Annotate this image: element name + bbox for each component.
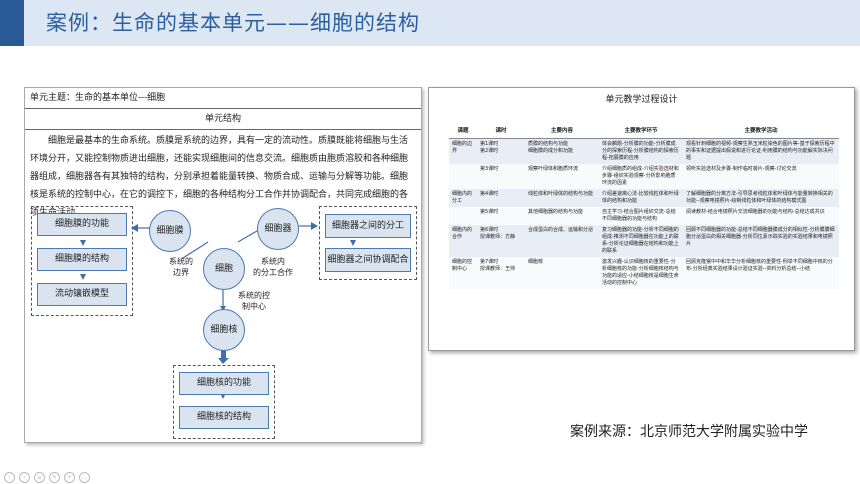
table-cell-content: 质膜的结构与功能 细胞膜的成分和功能 xyxy=(525,138,599,164)
table-cell-steps: 体会麟题-分析膜的功能-分析膜成分的探索历程-分析膜结构的探索历程-拓展膜的应用 xyxy=(599,138,683,164)
table-cell-topic: 细胞内的分工 xyxy=(449,189,477,207)
chevron-left-icon[interactable]: ‹ xyxy=(4,472,15,483)
header-activities: 主要教学活动 xyxy=(683,122,839,139)
table-row: 第5课时其他细胞器的结构与功能自主学习-结合图片组织交流-总结不同细胞器的功能与… xyxy=(449,207,839,225)
table-cell-topic: 细胞的边界 xyxy=(449,138,477,164)
teaching-plan-title: 单元教学过程设计 xyxy=(605,95,678,105)
fluid-mosaic-model-box: 流动镶嵌模型 xyxy=(37,283,127,306)
control-center-label: 系统的控 制中心 xyxy=(238,291,270,311)
zoom-icon[interactable]: + xyxy=(64,472,75,483)
table-cell-steps: 介绍差速离心法-比较线粒体和叶绿体的结构和功能 xyxy=(599,189,683,207)
table-cell-topic xyxy=(449,207,477,225)
table-cell-activities: 回顾不同细胞器的功能-总结不同细胞器膜成分的相似性-分析膜膜细胞分泌蛋白的相关细… xyxy=(683,225,839,257)
nucleus-circle: 细胞核 xyxy=(203,309,245,351)
chevron-right-icon[interactable]: › xyxy=(19,472,30,483)
table-cell-content: 合成蛋白的合成、运输和分泌 xyxy=(525,225,599,257)
table-cell-content: 其他细胞器的结构与功能 xyxy=(525,207,599,225)
organelle-division-box: 细胞器之间的分工 xyxy=(325,214,411,238)
nucleus-topic-group xyxy=(173,365,275,439)
table-cell-content: 观察叶绿体和胞质环流 xyxy=(525,164,599,189)
boundary-label: 系统的 边界 xyxy=(169,257,193,277)
organelle-circle: 细胞器 xyxy=(257,208,299,250)
membrane-topic-group xyxy=(31,206,133,316)
teaching-plan-table-panel: 单元教学过程设计 课题 课时 主要内容 主要教学环节 主要教学活动 细胞的边界第… xyxy=(428,87,855,351)
slide-title: 案例：生命的基本单元——细胞的结构 xyxy=(46,11,420,35)
table-cell-activities: 回顾克隆猴中中和华华分析细胞核的重要性-例举不同细胞中核的分布-分析经典实验结果… xyxy=(683,257,839,289)
table-cell-steps: 复习细胞器的功能-分析不同细胞的组成-推测不同细胞器在功能上的联系-分析论证细胞… xyxy=(599,225,683,257)
table-row: 细胞内的分工第4课时线粒体和叶绿体的结构与功能介绍差速离心法-比较线粒体和叶绿体… xyxy=(449,189,839,207)
cell-membrane-circle: 细胞膜 xyxy=(149,210,191,252)
table-cell-period: 第1课时 第2课时 xyxy=(477,138,525,164)
table-cell-steps: 介绍细胞质的组成-介绍实验选材和步骤-组织实验观察-分析影响胞质环流的因素 xyxy=(599,164,683,189)
table-cell-topic: 细胞的控制中心 xyxy=(449,257,477,289)
header-steps: 主要教学环节 xyxy=(599,122,683,139)
cell-circle: 细胞 xyxy=(203,248,245,290)
unit-description: 细胞是最基本的生命系统。质膜是系统的边界，具有一定的流动性。质膜既能将细胞与生活… xyxy=(30,136,409,218)
organelle-cooperation-box: 细胞器之间协调配合 xyxy=(325,248,411,272)
nucleus-function-box: 细胞核的功能 xyxy=(179,372,269,395)
table-cell-period: 第3课时 xyxy=(477,164,525,189)
table-row: 细胞的边界第1课时 第2课时质膜的结构与功能 细胞膜的成分和功能体会麟题-分析膜… xyxy=(449,138,839,164)
table-cell-period: 第5课时 xyxy=(477,207,525,225)
case-source: 案例来源：北京师范大学附属实验中学 xyxy=(570,424,808,440)
table-header-row: 课题 课时 主要内容 主要教学环节 主要教学活动 xyxy=(449,122,839,139)
unit-structure-document: 单元主题：生命的基本单位---细胞 单元结构 细胞是最基本的生命系统。质膜是系统… xyxy=(24,87,422,443)
table-cell-period: 第6课时 授课教师：方静 xyxy=(477,225,525,257)
header-content: 主要内容 xyxy=(525,122,599,139)
table-cell-topic: 细胞内的合作 xyxy=(449,225,477,257)
membrane-structure-box: 细胞膜的结构 xyxy=(37,248,127,271)
menu-icon[interactable]: ≡ xyxy=(34,472,45,483)
unit-structure-heading: 单元结构 xyxy=(25,109,421,130)
table-cell-content: 线粒体和叶绿体的结构与功能 xyxy=(525,189,599,207)
table-cell-activities: 阅读教材-结合电镜照片交流细胞器的功能与结构-总结达成共识 xyxy=(683,207,839,225)
table-cell-topic xyxy=(449,164,477,189)
header-period: 课时 xyxy=(477,122,525,139)
membrane-function-box: 细胞膜的功能 xyxy=(37,213,127,236)
table-cell-activities: 观看针刺细胞的视频-观察生熟玉米粒染色的图片等-基于探索历程中的事实和证据提出假… xyxy=(683,138,839,164)
header-topic: 课题 xyxy=(449,122,477,139)
table-cell-activities: 了解细胞器的分离方法-引导思考线粒体和叶绿体与能量转换相关的功能--观察电镜照片… xyxy=(683,189,839,207)
table-row: 细胞内的合作第6课时 授课教师：方静合成蛋白的合成、运输和分泌复习细胞器的功能-… xyxy=(449,225,839,257)
slide-nav-toolbar: ‹ › ≡ ✎ + … xyxy=(0,464,110,483)
unit-theme: 单元主题：生命的基本单位---细胞 xyxy=(25,88,421,109)
slide-title-bar: 案例：生命的基本单元——细胞的结构 xyxy=(0,0,860,46)
organelle-topic-group xyxy=(319,206,417,280)
table-cell-steps: 激发兴趣-认识细胞核的重要性-分析细胞核的功能-分析细胞核结构与功能的适应-小结… xyxy=(599,257,683,289)
title-accent xyxy=(0,0,24,46)
division-label: 系统内 的分工合作 xyxy=(253,257,293,277)
concept-diagram: 细胞膜的功能 细胞膜的结构 流动镶嵌模型 细胞器之间的分工 细胞器之间协调配合 … xyxy=(25,204,421,442)
pen-icon[interactable]: ✎ xyxy=(49,472,60,483)
more-icon[interactable]: … xyxy=(79,472,90,483)
table-cell-content: 细胞核 xyxy=(525,257,599,289)
table-cell-period: 第7课时 授课教师：王帅 xyxy=(477,257,525,289)
table-row: 细胞的控制中心第7课时 授课教师：王帅细胞核激发兴趣-认识细胞核的重要性-分析细… xyxy=(449,257,839,289)
table-row: 第3课时观察叶绿体和胞质环流介绍细胞质的组成-介绍实验选材和步骤-组织实验观察-… xyxy=(449,164,839,189)
table-cell-activities: 领听实验选材及步骤-制作临时装片-观察-讨论交流 xyxy=(683,164,839,189)
teaching-plan-table: 课题 课时 主要内容 主要教学环节 主要教学活动 细胞的边界第1课时 第2课时质… xyxy=(449,122,839,289)
table-cell-steps: 自主学习-结合图片组织交流-总结不同细胞器的功能与结构 xyxy=(599,207,683,225)
table-cell-period: 第4课时 xyxy=(477,189,525,207)
nucleus-structure-box: 细胞核的结构 xyxy=(179,406,269,429)
